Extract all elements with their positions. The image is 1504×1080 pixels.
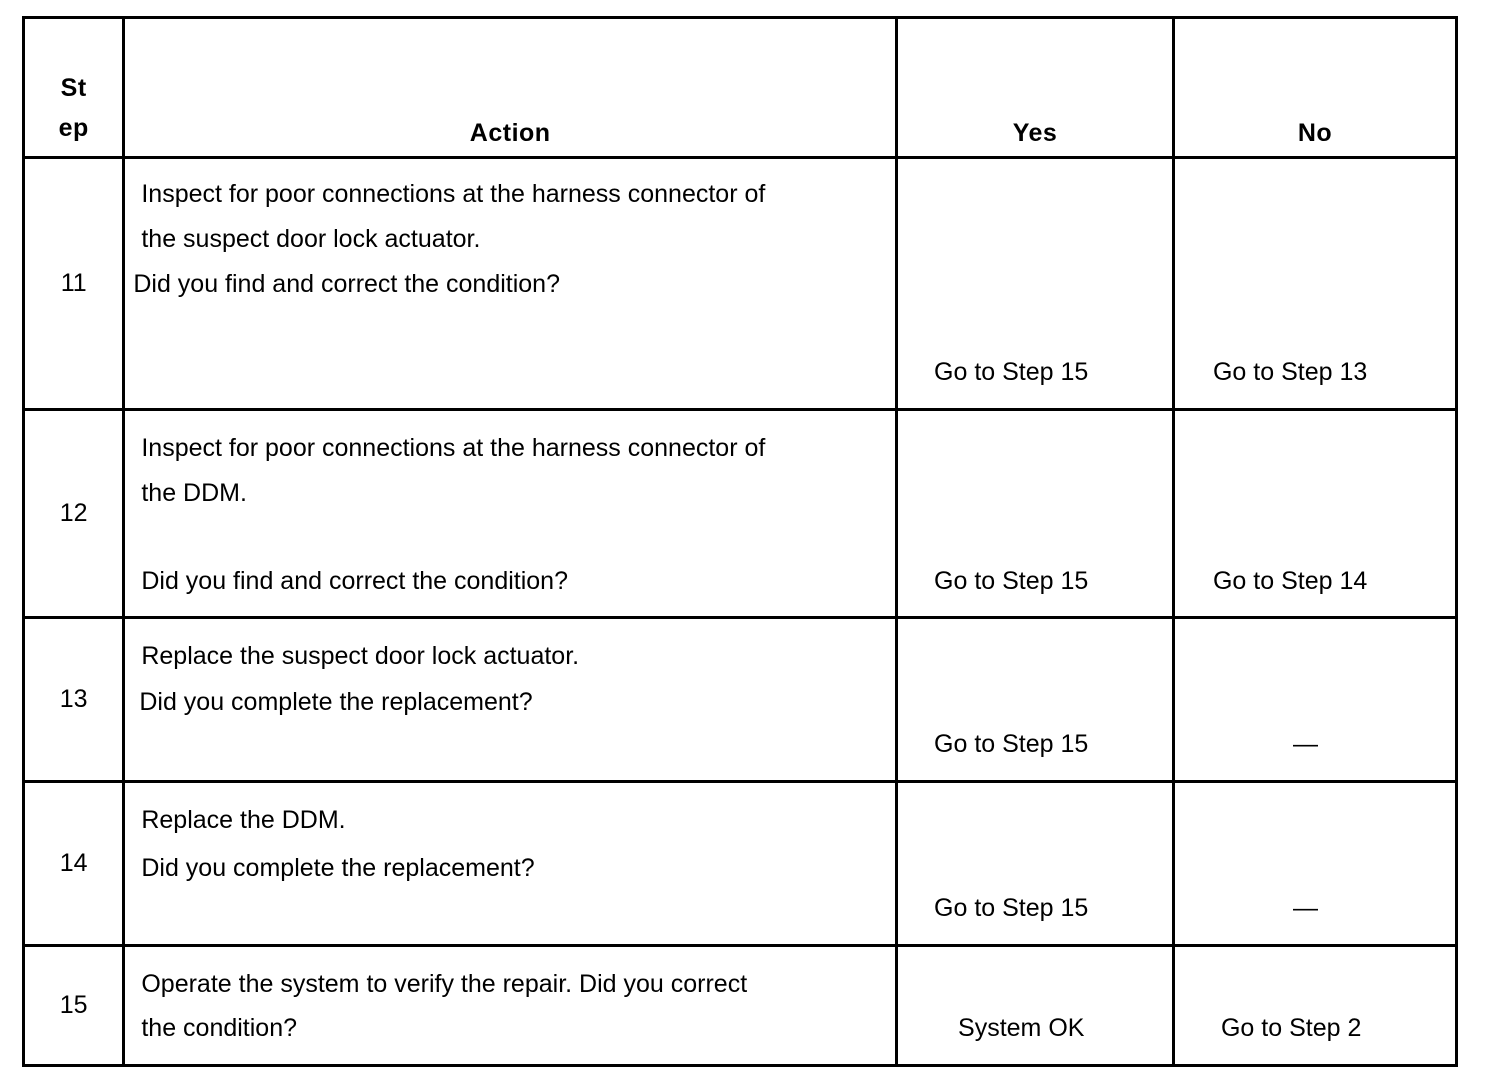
action-line: Inspect for poor connections at the harn… bbox=[141, 180, 766, 208]
yes-value: Go to Step 15 bbox=[934, 894, 1089, 922]
action-line: Did you find and correct the condition? bbox=[133, 270, 560, 298]
action-line: the suspect door lock actuator. bbox=[141, 225, 481, 253]
no-value: Go to Step 13 bbox=[1212, 358, 1368, 386]
step-number: 12 bbox=[21, 408, 126, 619]
no-cell: — bbox=[1171, 616, 1459, 783]
yes-value: System OK bbox=[958, 1014, 1085, 1042]
action-line: Did you find and correct the condition? bbox=[141, 567, 568, 595]
header-step-line1: St bbox=[60, 74, 87, 102]
yes-cell: Go to Step 15 bbox=[895, 616, 1175, 783]
yes-cell: Go to Step 15 bbox=[895, 156, 1175, 411]
yes-cell: Go to Step 15 bbox=[895, 408, 1175, 619]
no-cell: Go to Step 14 bbox=[1171, 408, 1459, 619]
no-value: — bbox=[1292, 730, 1318, 758]
yes-value: Go to Step 15 bbox=[934, 567, 1089, 595]
no-value: — bbox=[1292, 894, 1318, 922]
header-no: No bbox=[1171, 16, 1459, 159]
action-line: the DDM. bbox=[141, 479, 247, 507]
no-cell: Go to Step 13 bbox=[1171, 156, 1459, 411]
step-number: 15 bbox=[21, 944, 126, 1067]
action-line: the condition? bbox=[141, 1014, 298, 1042]
table-row: 15 Operate the system to verify the repa… bbox=[21, 944, 1459, 1067]
no-value: Go to Step 14 bbox=[1212, 567, 1368, 595]
action-cell: Replace the DDM. Did you complete the re… bbox=[122, 780, 899, 947]
action-cell: Operate the system to verify the repair.… bbox=[122, 944, 899, 1067]
action-line: Replace the suspect door lock actuator. bbox=[141, 642, 580, 670]
action-line: Operate the system to verify the repair.… bbox=[141, 970, 748, 998]
yes-cell: System OK bbox=[895, 944, 1175, 1067]
action-line: Did you complete the replacement? bbox=[141, 854, 535, 882]
table-row: 12 Inspect for poor connections at the h… bbox=[21, 408, 1459, 619]
yes-cell: Go to Step 15 bbox=[895, 780, 1175, 947]
step-number: 11 bbox=[21, 156, 126, 411]
action-line: Did you complete the replacement? bbox=[139, 688, 533, 716]
header-step: St ep bbox=[21, 16, 126, 159]
header-action: Action bbox=[122, 16, 899, 159]
action-cell: Replace the suspect door lock actuator. … bbox=[122, 616, 899, 783]
action-line: Replace the DDM. bbox=[141, 806, 346, 834]
no-cell: Go to Step 2 bbox=[1171, 944, 1459, 1067]
no-cell: — bbox=[1171, 780, 1459, 947]
header-step-line2: ep bbox=[58, 114, 89, 142]
table-row: 13 Replace the suspect door lock actuato… bbox=[21, 616, 1459, 783]
header-row: St ep Action Yes No bbox=[21, 16, 1459, 159]
step-number: 14 bbox=[21, 780, 126, 947]
table-row: 14 Replace the DDM. Did you complete the… bbox=[21, 780, 1459, 947]
action-line: Inspect for poor connections at the harn… bbox=[141, 434, 766, 462]
table-row: 11 Inspect for poor connections at the h… bbox=[21, 156, 1459, 411]
action-cell: Inspect for poor connections at the harn… bbox=[122, 156, 899, 411]
action-cell: Inspect for poor connections at the harn… bbox=[122, 408, 899, 619]
no-value: Go to Step 2 bbox=[1220, 1014, 1362, 1042]
yes-value: Go to Step 15 bbox=[934, 730, 1089, 758]
step-number: 13 bbox=[21, 616, 126, 783]
header-yes: Yes bbox=[895, 16, 1175, 159]
yes-value: Go to Step 15 bbox=[934, 358, 1089, 386]
diagnostic-table: St ep Action Yes No 11 Inspect for poor … bbox=[21, 16, 1459, 1067]
